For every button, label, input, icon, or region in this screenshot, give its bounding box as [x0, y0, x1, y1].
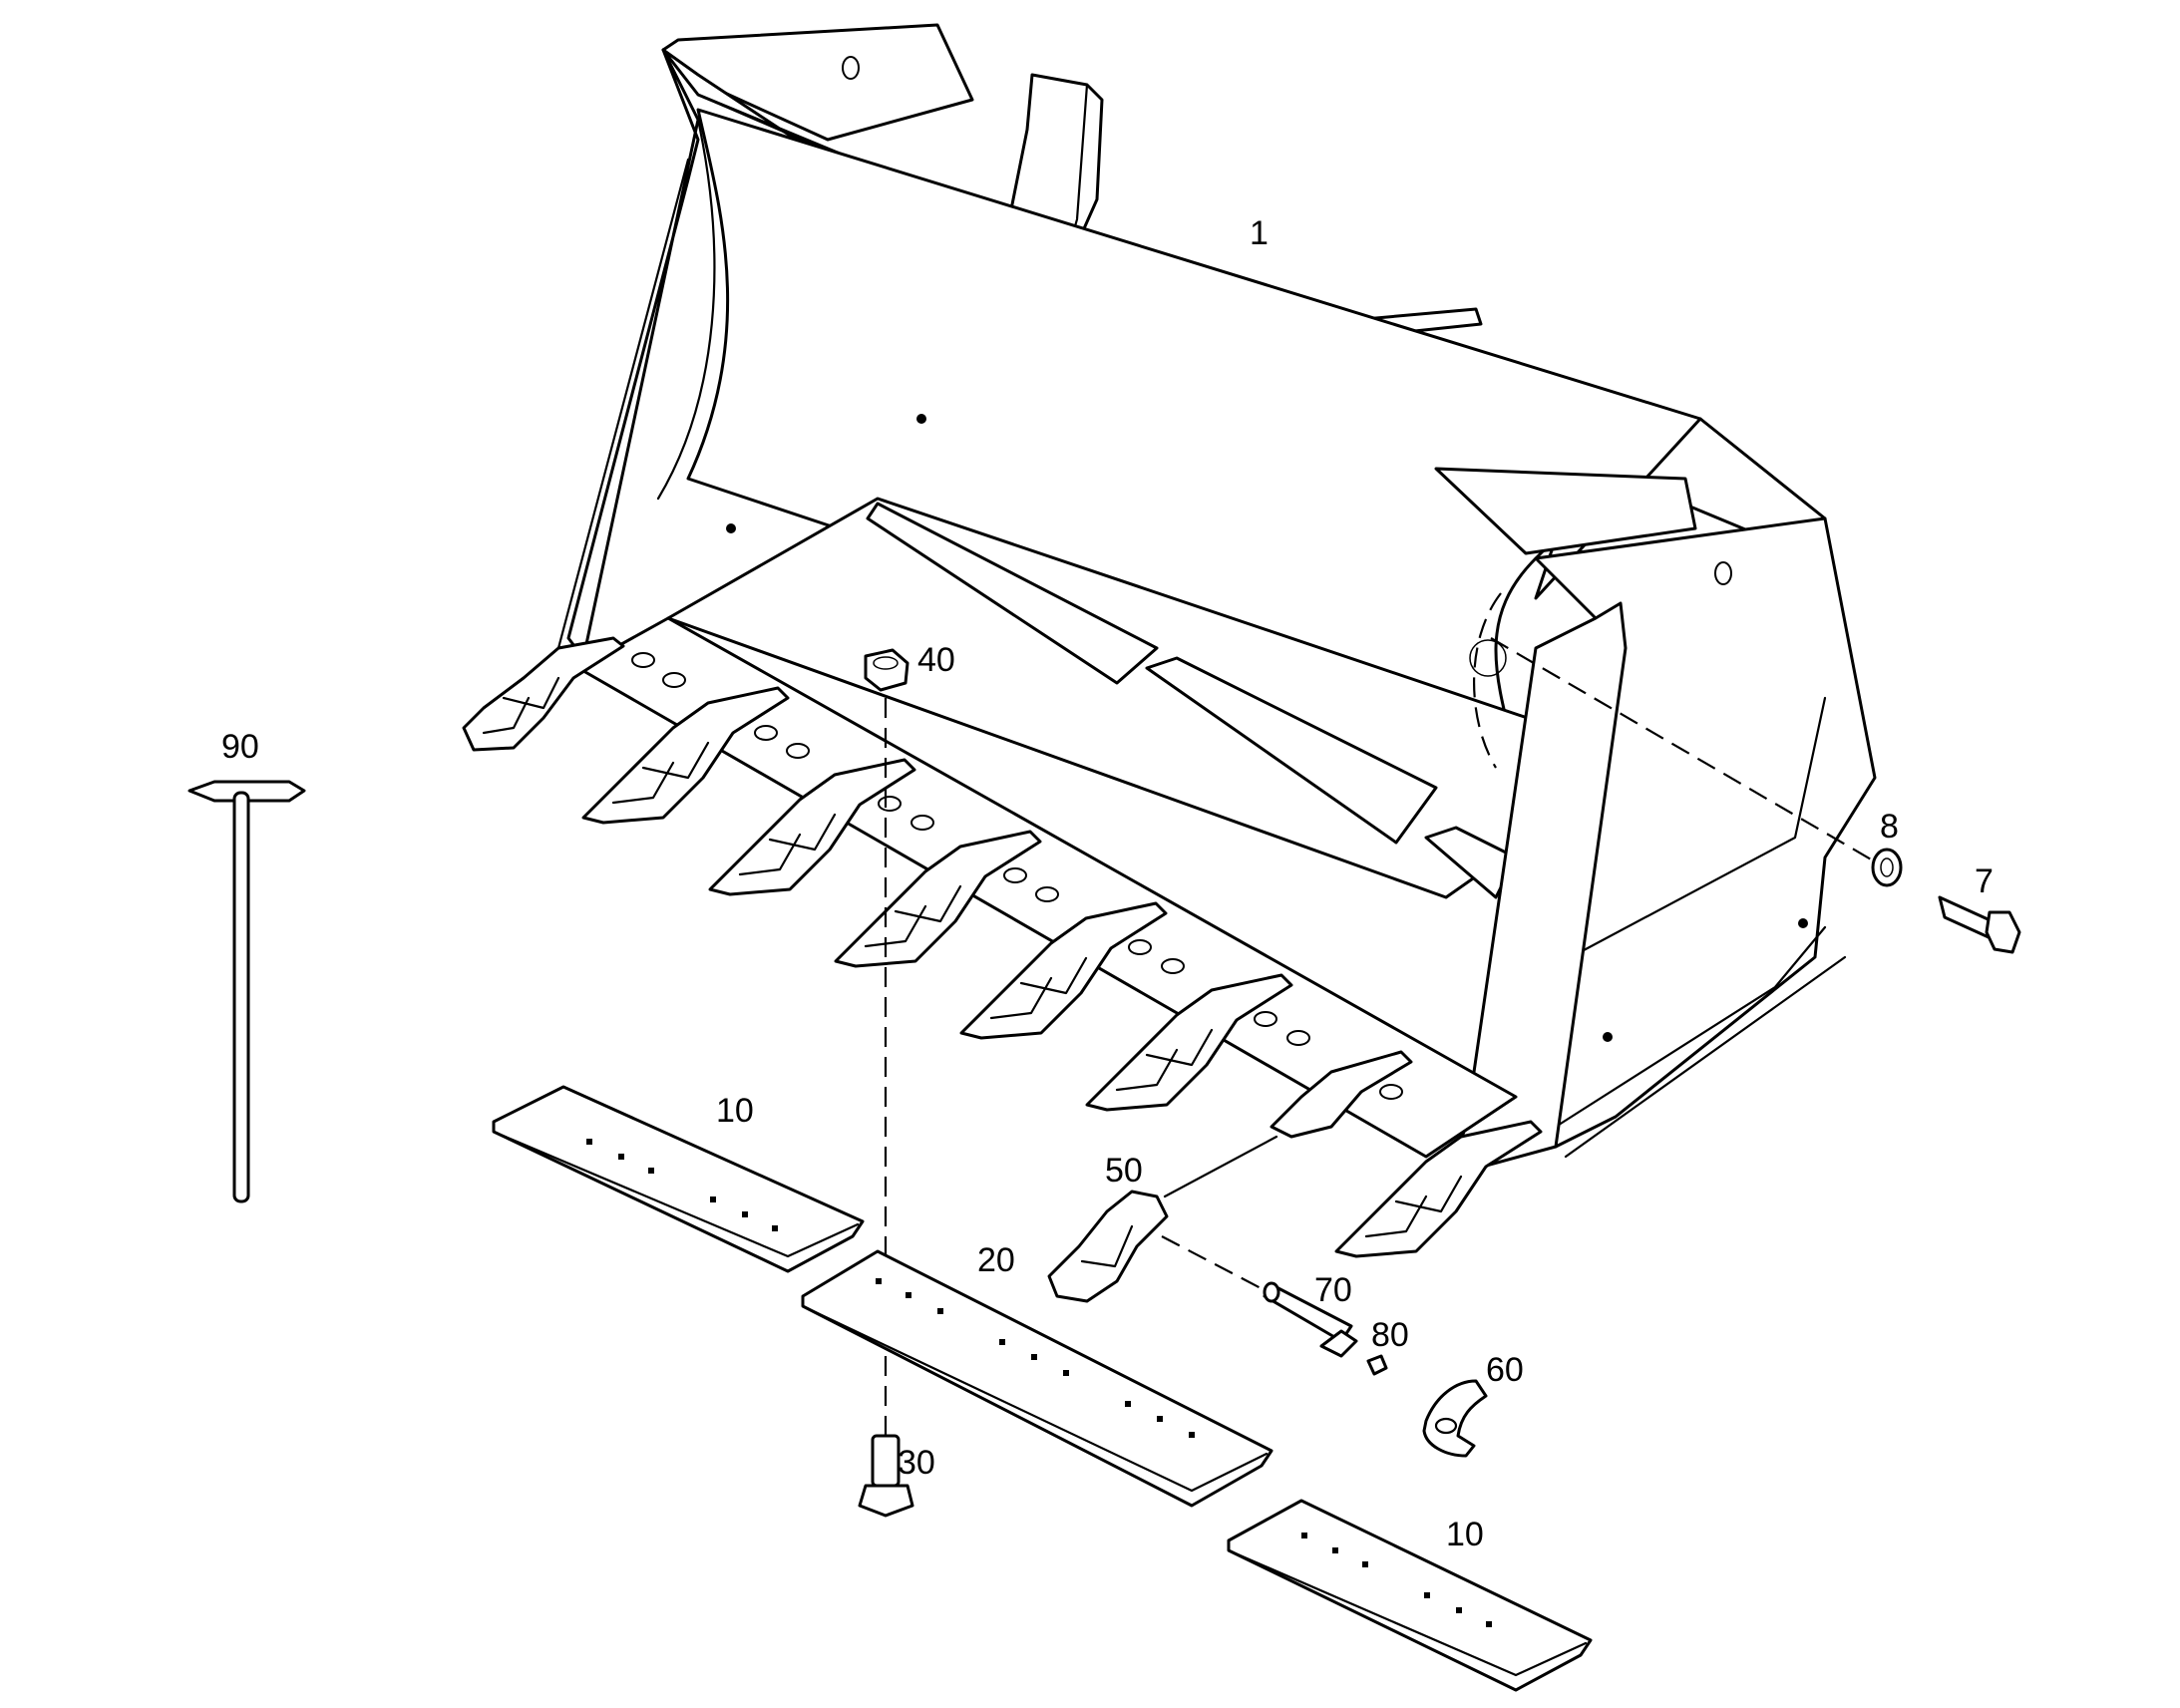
- retainer: [1422, 1379, 1488, 1458]
- callout-10-right: 10: [1446, 1516, 1484, 1553]
- tooth: [1047, 1190, 1169, 1303]
- loader-bucket: [556, 23, 1877, 1179]
- callout-70: 70: [1314, 1271, 1352, 1309]
- callout-60: 60: [1486, 1351, 1524, 1389]
- t-wrench: [187, 780, 306, 1203]
- callout-10-left: 10: [716, 1092, 754, 1130]
- callout-90: 90: [221, 728, 259, 766]
- callout-8: 8: [1880, 808, 1899, 846]
- plow-bolt: [858, 1434, 914, 1518]
- callout-50: 50: [1105, 1152, 1143, 1190]
- callout-80: 80: [1371, 1316, 1409, 1354]
- washer-bolt-axis: [1490, 637, 1886, 868]
- callout-1: 1: [1250, 214, 1269, 252]
- pin-axis: [1161, 1235, 1268, 1292]
- mounted-tooth-adapters: [462, 636, 1543, 1258]
- bolt: [1938, 895, 2021, 954]
- cutting-edge-center: [801, 1249, 1273, 1508]
- tooth-to-adapter-line: [1163, 1135, 1278, 1198]
- washer: [1871, 848, 1903, 887]
- callout-30: 30: [898, 1444, 935, 1482]
- callout-20: 20: [977, 1241, 1015, 1279]
- callout-40: 40: [917, 641, 955, 679]
- pin: [1263, 1281, 1353, 1343]
- lock: [1319, 1329, 1388, 1376]
- callout-7: 7: [1975, 862, 1994, 900]
- nut: [864, 648, 909, 692]
- cutting-edge-left: [492, 1085, 865, 1273]
- cutting-edge-right: [1227, 1499, 1593, 1692]
